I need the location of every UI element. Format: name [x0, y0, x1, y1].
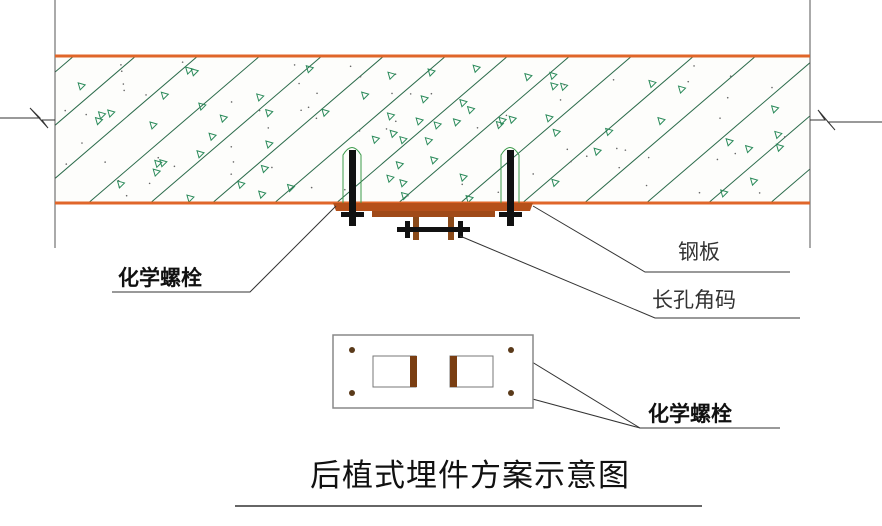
- left-break-line: [0, 107, 55, 129]
- plan-view: [332, 334, 534, 409]
- concrete-slab: [55, 56, 810, 203]
- slab-hatching: [55, 56, 810, 203]
- plan-bolt-dot: [508, 390, 514, 396]
- label-chemical-bolt: 化学螺栓: [118, 266, 202, 290]
- leader-lines: [112, 205, 800, 429]
- cross-bolt-icon: [397, 227, 470, 232]
- plan-slot-right: [449, 355, 494, 388]
- bolt-hole-left: [342, 147, 362, 205]
- diagram-title: 后植式埋件方案示意图: [310, 458, 630, 494]
- label-chemical-bolt-plan: 化学螺栓: [648, 402, 732, 426]
- right-break-line: [810, 109, 882, 131]
- angle-flange: [372, 211, 495, 217]
- bolt-hole-right: [500, 147, 520, 205]
- plan-bolt-dot: [349, 347, 355, 353]
- plan-bolt-dot: [508, 347, 514, 353]
- bolt-left-icon: [349, 150, 356, 226]
- plan-bolt-dot: [349, 390, 355, 396]
- anchor-assembly: [333, 147, 533, 240]
- aggregate-marks: [64, 61, 786, 203]
- label-slotted-angle: 长孔角码: [652, 288, 736, 312]
- steel-plate: [333, 203, 533, 211]
- plan-slot-left: [372, 355, 417, 388]
- label-steel-plate: 钢板: [678, 240, 720, 264]
- plan-plate: [332, 334, 534, 409]
- bolt-right-icon: [507, 150, 514, 226]
